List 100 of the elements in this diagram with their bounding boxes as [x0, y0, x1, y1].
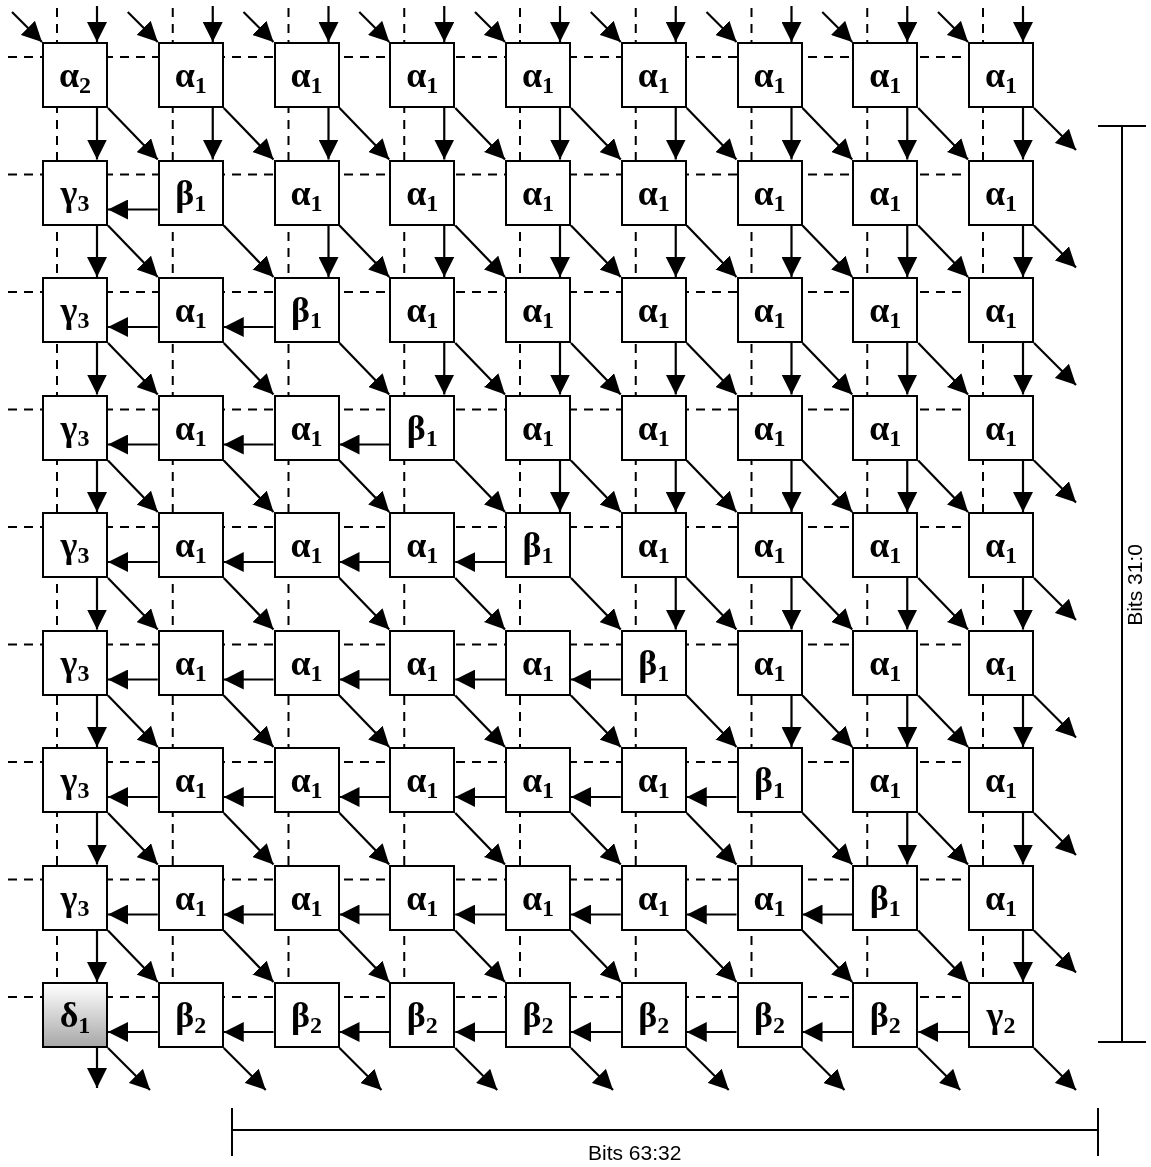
- arrow: [11, 11, 43, 43]
- arrow: [897, 225, 918, 277]
- arrow: [1013, 460, 1033, 512]
- arrow: [223, 434, 274, 455]
- arrow: [222, 812, 275, 866]
- arrow: [454, 342, 506, 396]
- arrow: [454, 812, 506, 866]
- arrow: [455, 1022, 505, 1042]
- arrow: [781, 578, 802, 630]
- arrow: [801, 1047, 846, 1091]
- arrow: [685, 694, 738, 748]
- arrow: [107, 224, 159, 278]
- arrow: [570, 1047, 614, 1091]
- arrow: [434, 343, 455, 395]
- arrow: [686, 1022, 737, 1042]
- arrow: [223, 787, 274, 807]
- arrow: [897, 578, 918, 630]
- arrow: [571, 904, 621, 925]
- arrow: [339, 434, 390, 455]
- arrow: [686, 787, 737, 807]
- arrow: [339, 552, 390, 572]
- processing-cell: γ$_{3}$: [42, 864, 108, 931]
- processing-cell: α$_{1}$: [736, 277, 803, 343]
- arrow: [570, 224, 622, 278]
- arrow: [1033, 342, 1077, 386]
- arrow: [917, 459, 969, 513]
- arrow: [665, 460, 686, 512]
- arrow: [781, 225, 802, 277]
- arrow: [550, 108, 570, 160]
- arrow: [801, 694, 854, 748]
- processing-cell: α$_{1}$: [389, 277, 456, 343]
- arrow: [821, 11, 854, 43]
- arrow: [222, 107, 275, 161]
- arrow: [685, 342, 738, 396]
- arrow: [665, 225, 686, 277]
- arrow: [1033, 577, 1077, 621]
- arrow: [937, 11, 969, 43]
- processing-cell: α$_{1}$: [736, 159, 803, 226]
- processing-cell: α$_{1}$: [620, 42, 687, 108]
- arrow: [1013, 6, 1033, 42]
- processing-cell: β$_{2}$: [273, 982, 340, 1048]
- arrow: [318, 6, 339, 42]
- arrow: [781, 6, 802, 42]
- arrow: [339, 1022, 390, 1042]
- arrow: [917, 107, 969, 161]
- arrow: [917, 342, 969, 396]
- arrow: [223, 1022, 274, 1042]
- arrow: [665, 578, 686, 630]
- processing-cell: α$_{1}$: [620, 864, 687, 931]
- processing-cell: α$_{1}$: [620, 159, 687, 226]
- arrow: [318, 225, 339, 277]
- processing-cell: α$_{1}$: [505, 747, 571, 813]
- arrow: [1013, 813, 1033, 865]
- arrow: [107, 929, 159, 983]
- arrow: [801, 812, 854, 866]
- processing-cell: δ$_{1}$: [42, 982, 108, 1048]
- arrow: [917, 929, 969, 983]
- arrow: [87, 460, 107, 512]
- arrow: [222, 694, 275, 748]
- arrow: [1033, 812, 1077, 856]
- arrow: [338, 812, 391, 866]
- processing-cell: α$_{1}$: [389, 42, 456, 108]
- arrow: [454, 107, 506, 161]
- processing-cell: α$_{1}$: [273, 629, 340, 696]
- arrow: [107, 342, 159, 396]
- arrow: [338, 577, 391, 631]
- arrow: [87, 225, 107, 277]
- arrow: [223, 317, 274, 337]
- arrow: [685, 577, 738, 631]
- arrow: [454, 1047, 499, 1091]
- arrow: [87, 578, 107, 630]
- arrow: [1033, 107, 1077, 151]
- arrow: [202, 108, 223, 160]
- processing-cell: α$_{1}$: [852, 747, 919, 813]
- arrow: [705, 11, 738, 43]
- processing-cell: α$_{1}$: [157, 42, 224, 108]
- arrow: [455, 669, 505, 690]
- arrow: [454, 224, 506, 278]
- arrow: [474, 11, 506, 43]
- processing-cell: α$_{1}$: [736, 42, 803, 108]
- arrow: [108, 787, 158, 807]
- arrow: [87, 108, 107, 160]
- arrow: [454, 577, 506, 631]
- processing-cell: α$_{1}$: [505, 629, 571, 696]
- arrow: [781, 695, 802, 747]
- processing-cell: β$_{2}$: [620, 982, 687, 1048]
- processing-cell: α$_{1}$: [852, 159, 919, 226]
- processing-cell: β$_{2}$: [852, 982, 919, 1048]
- processing-cell: α$_{1}$: [968, 394, 1034, 461]
- processing-cell: α$_{1}$: [505, 277, 571, 343]
- arrow: [917, 577, 969, 631]
- processing-cell: β$_{2}$: [505, 982, 571, 1048]
- arrow: [781, 343, 802, 395]
- arrow: [685, 459, 738, 513]
- arrow: [87, 343, 107, 395]
- arrow: [685, 107, 738, 161]
- arrow: [87, 1048, 107, 1088]
- arrow: [318, 108, 339, 160]
- arrow: [570, 342, 622, 396]
- processing-cell: γ$_{2}$: [968, 982, 1034, 1048]
